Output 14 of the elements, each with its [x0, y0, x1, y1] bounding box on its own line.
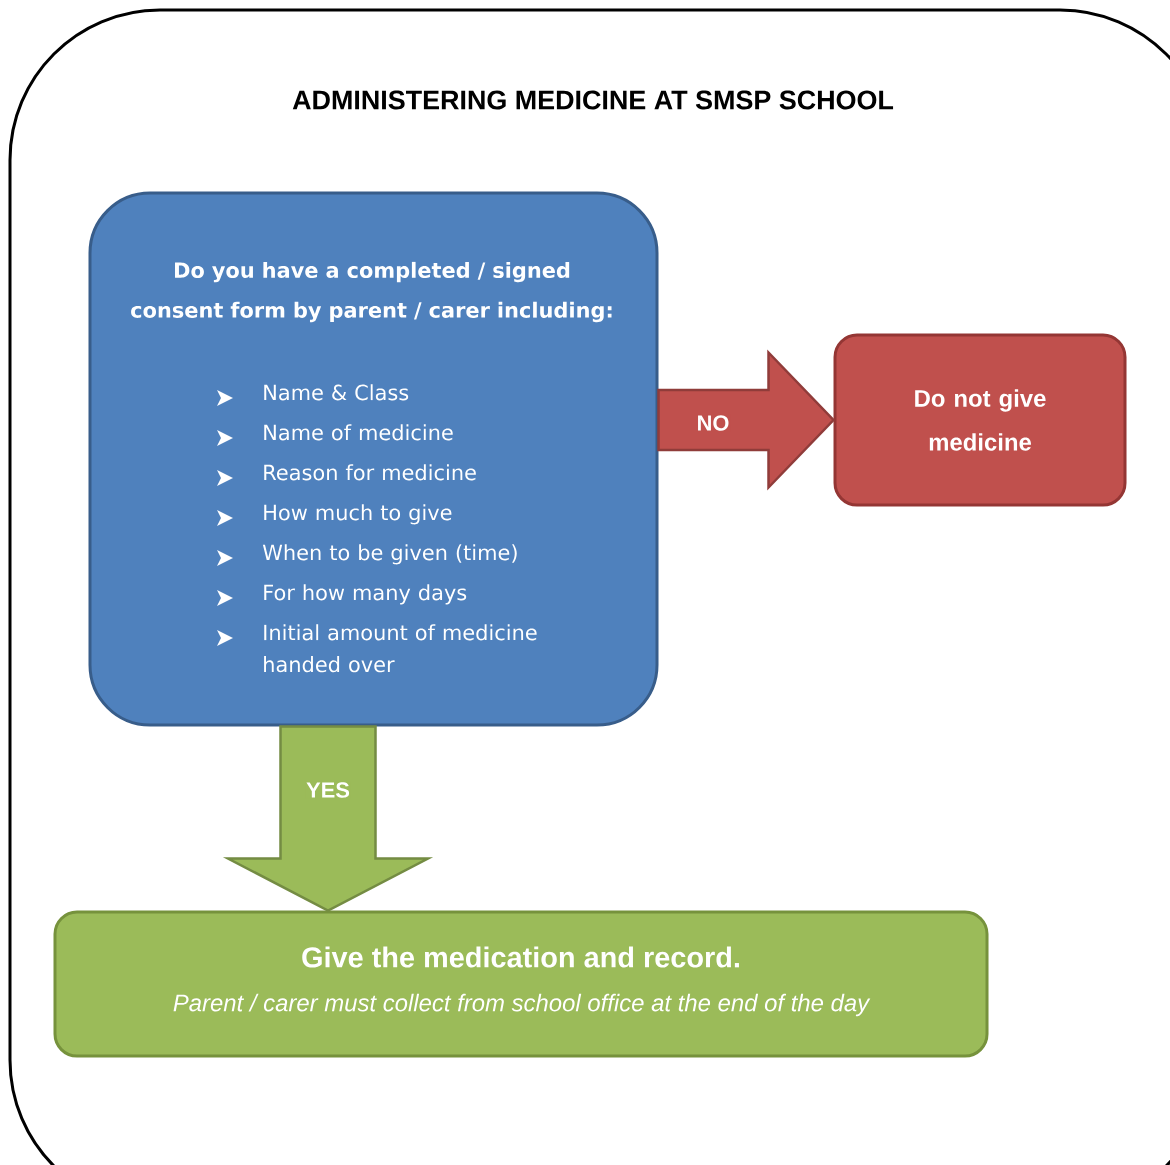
bullet-item: When to be given (time): [217, 544, 517, 566]
bullet-item: Reason for medicine: [217, 464, 476, 486]
title: ADMINISTERING MEDICINE AT SMSP SCHOOL: [292, 90, 894, 110]
block-arrow: [657, 349, 836, 491]
bullet-item: How much to give: [217, 504, 452, 526]
bullet-item: Initial amount of medicine handed over: [217, 624, 537, 673]
bullet-item: Name & Class: [217, 384, 409, 406]
bullet-item: Name of medicine: [217, 424, 453, 446]
block-arrow: [222, 725, 434, 912]
action-box: Give the medication and record. Parent / carer must collect from school office at the end of the day: [53, 910, 989, 1058]
edge-label: NO: [695, 414, 731, 432]
bullet-item: For how many days: [217, 584, 467, 606]
edge-label: YES: [305, 781, 351, 799]
outcome-box: Do not give medicine: [833, 333, 1127, 507]
